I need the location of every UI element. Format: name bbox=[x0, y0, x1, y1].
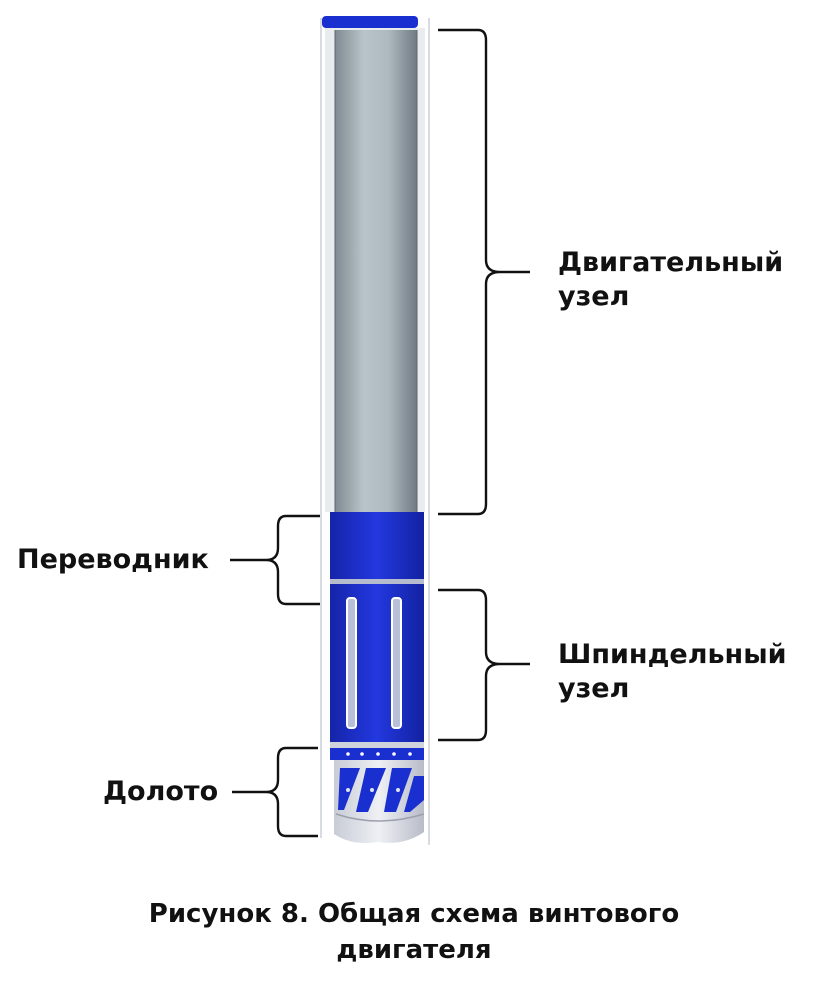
spindle-label-line2: узел bbox=[558, 673, 630, 704]
bracket-spindle bbox=[438, 588, 530, 742]
spindle-label-line1: Шпиндельный bbox=[558, 639, 787, 670]
sub-section bbox=[330, 512, 424, 584]
top-cap bbox=[322, 16, 418, 28]
spindle-assembly-label: Шпиндельный узел bbox=[558, 638, 787, 706]
figure-caption: Рисунок 8. Общая схема винтового двигате… bbox=[0, 896, 828, 968]
caption-line2: двигателя bbox=[336, 935, 492, 965]
sub-label: Переводник bbox=[17, 544, 209, 575]
motor-assembly-label: Двигательный узел bbox=[558, 246, 783, 314]
motor-label-line2: узел bbox=[558, 281, 630, 312]
bracket-sub bbox=[230, 514, 320, 606]
housing-outline bbox=[320, 18, 430, 845]
motor-label-line1: Двигательный bbox=[558, 247, 784, 278]
bracket-motor bbox=[438, 28, 530, 516]
drill-bit bbox=[334, 760, 425, 843]
bit-label: Долото bbox=[103, 776, 219, 807]
motor-section bbox=[325, 28, 425, 512]
spindle-section bbox=[330, 584, 424, 760]
bracket-bit bbox=[232, 746, 318, 838]
caption-line1: Рисунок 8. Общая схема винтового bbox=[148, 899, 680, 929]
